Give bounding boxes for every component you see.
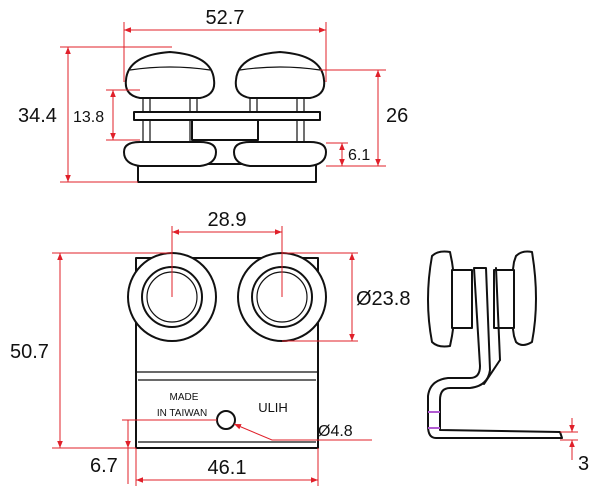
dim-top-inner: 13.8 bbox=[73, 89, 140, 141]
dim-label-34-4: 34.4 bbox=[18, 105, 57, 127]
mounting-hole bbox=[216, 410, 236, 430]
dim-label-52-7: 52.7 bbox=[206, 7, 245, 29]
top-middle-bar bbox=[133, 111, 321, 121]
dim-label-6-1: 6.1 bbox=[348, 147, 370, 164]
marking-brand: ULIH bbox=[258, 400, 288, 415]
front-view: MADE IN TAIWAN ULIH 28.9 Ø23.8 50.7 bbox=[10, 209, 410, 486]
dim-bottom-offset: 6.7 bbox=[90, 419, 217, 484]
dim-label-46-1: 46.1 bbox=[208, 457, 247, 479]
top-right-upper-roller bbox=[234, 51, 326, 99]
dim-top-width: 52.7 bbox=[123, 7, 327, 82]
dim-label-23-8: Ø23.8 bbox=[356, 288, 410, 310]
dim-top-height: 34.4 bbox=[18, 46, 172, 183]
top-bracket bbox=[191, 119, 259, 141]
side-bracket bbox=[427, 267, 563, 439]
side-right-hub bbox=[493, 269, 515, 329]
dim-label-3: 3 bbox=[578, 453, 589, 475]
marking-in-taiwan: IN TAIWAN bbox=[157, 408, 207, 419]
dim-front-height: 50.7 bbox=[10, 252, 172, 449]
dim-side-small: 3 bbox=[560, 418, 589, 475]
side-view: 3 bbox=[427, 250, 589, 475]
top-view: 52.7 34.4 13.8 26 6.1 bbox=[18, 7, 408, 183]
marking-made: MADE bbox=[170, 392, 199, 403]
dim-label-28-9: 28.9 bbox=[208, 209, 247, 231]
dim-label-4-8: Ø4.8 bbox=[318, 423, 353, 440]
dim-label-13-8: 13.8 bbox=[73, 109, 104, 126]
dim-wheel-spacing: 28.9 bbox=[171, 209, 283, 297]
dim-label-50-7: 50.7 bbox=[10, 341, 49, 363]
side-left-hub bbox=[451, 269, 473, 329]
top-left-lower-roller bbox=[123, 141, 217, 167]
top-base-plate bbox=[137, 163, 317, 183]
top-right-lower-roller bbox=[233, 141, 327, 167]
dim-hole-diameter: Ø4.8 bbox=[233, 423, 372, 441]
dim-bottom-width: 46.1 bbox=[135, 448, 319, 486]
top-left-upper-roller bbox=[124, 51, 216, 99]
side-left-roller bbox=[427, 250, 456, 348]
dim-label-6-7: 6.7 bbox=[90, 455, 118, 477]
dim-wheel-diameter: Ø23.8 bbox=[282, 252, 410, 342]
dim-label-26: 26 bbox=[386, 105, 408, 127]
dim-top-small: 6.1 bbox=[326, 142, 370, 167]
